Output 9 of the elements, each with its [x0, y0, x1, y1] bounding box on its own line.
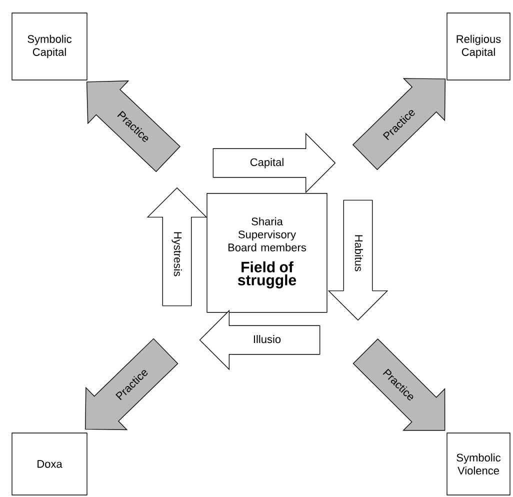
block-arrow: [86, 80, 180, 172]
concept-box: Symbolic Violence: [446, 432, 510, 496]
field-box: Sharia Supervisory Board members Field of struggle: [206, 193, 328, 313]
block-arrow: [84, 338, 178, 430]
block-arrow: [352, 338, 446, 431]
block-arrow: [352, 78, 446, 170]
concept-box: Symbolic Capital: [12, 12, 88, 80]
concept-box: Doxa: [12, 432, 88, 496]
concept-box: Religious Capital: [446, 12, 510, 80]
